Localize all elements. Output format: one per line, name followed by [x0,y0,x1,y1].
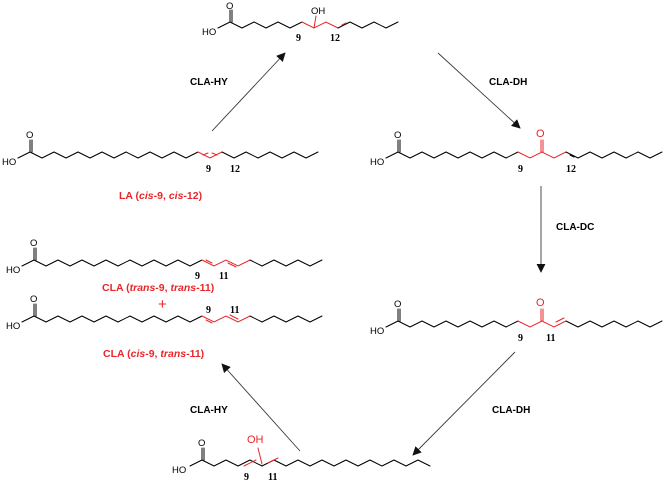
hydroxyl-ho-label: HO [6,321,20,332]
locant-9: 9 [518,164,523,175]
locant-9: 9 [206,305,211,316]
caption-cla-cis-trans: CLA (cis-9, trans-11) [103,348,204,360]
structure-hydroxy-bottom: O HO OH 9 11 [172,434,431,483]
structure-hydroxy-top: O HO OH 9 12 [202,1,399,44]
caption-la: LA (cis-9, cis-12) [119,190,202,202]
hydroxy-oh-label: OH [311,6,325,17]
arrow-la-to-hydroxy [211,52,286,132]
arrow-enone-to-hydroxy [412,351,516,456]
carbonyl-o-label: O [394,130,401,141]
carbonyl-o-label: O [30,294,37,305]
locant-9: 9 [518,333,523,344]
hydroxyl-ho-label: HO [370,326,384,337]
locant-11: 11 [219,271,228,282]
carbonyl-o-label: O [394,299,401,310]
arrow-hydroxy-to-oxo [437,52,521,129]
hydroxyl-ho-label: HO [6,265,20,276]
hydroxyl-ho-label: HO [172,465,186,476]
locant-11: 11 [546,333,555,344]
enzyme-label-cla-dc: CLA-DC [556,222,594,233]
enzyme-label-cla-dh-bottom: CLA-DH [492,405,530,416]
locant-12: 12 [330,33,340,44]
locant-9: 9 [244,472,249,483]
hydroxyl-ho-label: HO [370,157,384,168]
ketone-o-label: O [536,128,545,140]
reaction-arrows [211,52,546,456]
carbonyl-o-label: O [26,130,33,141]
locant-9: 9 [195,271,200,282]
enzyme-label-cla-hy-bottom: CLA-HY [190,405,228,416]
hydroxyl-ho-label: HO [202,27,216,38]
enzyme-labels: CLA-HY CLA-DH CLA-DC CLA-DH CLA-HY [190,77,594,416]
caption-cla-trans-trans: CLA (trans-9, trans-11) [102,282,214,294]
enzyme-label-cla-hy-top: CLA-HY [190,77,228,88]
locant-9: 9 [296,33,301,44]
structure-linoleic-acid: O HO 9 12 LA (cis-9, cis-12) [2,130,319,202]
locant-12: 12 [566,164,576,175]
arrow-hydroxy-to-cla [221,363,301,452]
carbonyl-o-label: O [30,238,37,249]
locant-9: 9 [206,164,211,175]
structure-oxo-intermediate: O HO O 9 12 [370,128,663,175]
locant-11: 11 [230,305,239,316]
ketone-o-label: O [536,297,545,309]
carbonyl-o-label: O [226,1,233,12]
structure-cla-trans-trans: O HO 9 11 CLA (trans-9, trans-11) [6,238,323,294]
locant-12: 12 [230,164,240,175]
hydroxy-oh-label: OH [247,434,264,446]
hydroxyl-ho-label: HO [2,157,16,168]
enzyme-label-cla-dh-top: CLA-DH [489,77,527,88]
locant-11: 11 [268,472,277,483]
carbonyl-o-label: O [198,438,205,449]
structure-enone-intermediate: O HO O 9 11 [370,297,663,344]
structure-cla-cis-trans: O HO 9 11 CLA (cis-9, trans-11) [6,294,323,360]
plus-sign: + [158,296,167,313]
